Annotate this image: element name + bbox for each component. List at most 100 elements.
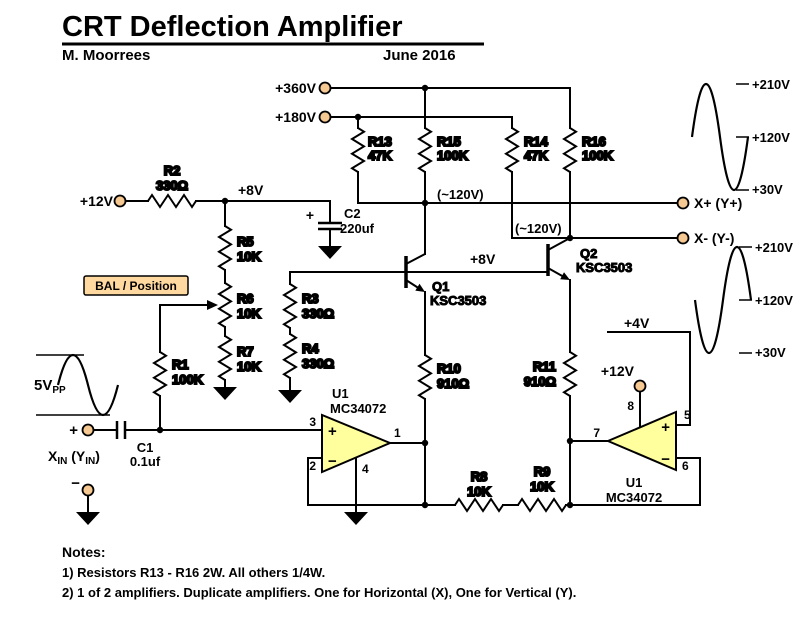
u1b-pin6: 6 [682, 459, 689, 473]
bal-position-callout: BAL / Position [83, 275, 189, 296]
resistor-r11: R11 910Ω [523, 351, 577, 397]
bal-position-label: BAL / Position [95, 279, 177, 293]
input-plus-sign: + [69, 422, 78, 439]
r15-val: 100K [437, 148, 469, 163]
resistor-r1: R1 100K [153, 351, 205, 397]
label-4v: +4V [624, 315, 650, 331]
c2-val: 220uf [340, 221, 375, 236]
q2-emitter-arrow [560, 272, 570, 280]
r4-ref: R4 [302, 341, 319, 356]
level-120v-top: +120V [752, 130, 790, 145]
r15-ref: R15 [437, 134, 461, 149]
u1a-pin2: 2 [309, 459, 316, 473]
label-output-x-minus: X- (Y-) [694, 230, 734, 246]
label-output-x-plus: X+ (Y+) [694, 195, 742, 211]
q2-ref: Q2 [580, 246, 597, 261]
input-signal-label: XIN (YIN) [48, 448, 100, 467]
r3-ref: R3 [302, 291, 319, 306]
u1a-noninv-sign: + [328, 423, 337, 440]
r9-val: 10K [530, 479, 554, 494]
opamp-u1b: + − 5 6 7 8 U1 MC34072 [593, 399, 691, 505]
ground-c2 [318, 246, 342, 259]
output-sine-x-plus [690, 83, 750, 191]
r16-ref: R16 [582, 134, 606, 149]
level-210v-bottom: +210V [755, 240, 793, 255]
u1a-pin1: 1 [394, 426, 401, 440]
u1a-pin4: 4 [362, 462, 369, 476]
q1-emitter-arrow [415, 283, 425, 292]
resistor-r9: R9 10K [517, 463, 567, 512]
terminal-180v [318, 110, 332, 124]
opamp-u1a: + − 3 2 1 4 U1 MC34072 [309, 386, 401, 476]
input-labels: + − XIN (YIN) [48, 422, 100, 492]
label-360v: +360V [275, 80, 317, 96]
opamp-u1b-body [605, 410, 677, 472]
transistor-q1: Q1 KSC3503 [404, 253, 487, 309]
r13-val: 47K [368, 148, 392, 163]
ground-input [76, 512, 100, 525]
u1b-inv-sign: − [661, 451, 670, 468]
header: CRT Deflection Amplifier M. Moorrees Jun… [62, 11, 484, 64]
label-120v-q1: (~120V) [437, 187, 484, 202]
notes-line-2: 2) 1 of 2 amplifiers. Duplicate amplifie… [62, 585, 576, 600]
r1-val: 100K [172, 372, 204, 387]
resistor-r6-pot: R6 10K [207, 282, 262, 328]
resistor-r8: R8 10K [454, 468, 504, 512]
r14-val: 47K [524, 148, 548, 163]
output-swing-x-plus: +210V +120V +30V [690, 77, 790, 197]
input-swing-label: 5VPP [34, 377, 66, 396]
label-8v-supply: +8V [238, 182, 264, 198]
resistor-r16: R16 100K [563, 127, 615, 173]
u1b-ref: U1 [626, 475, 643, 490]
c2-ref: C2 [344, 206, 361, 221]
level-210v-top: +210V [752, 77, 790, 92]
resistor-r2: R2 330Ω [147, 162, 197, 208]
resistors: R13 47K R15 100K R14 47K R16 100K R2 330… [147, 127, 615, 512]
terminal-12v-left [113, 194, 127, 208]
input-minus-sign: − [71, 475, 80, 492]
r11-ref: R11 [533, 359, 556, 374]
ground-r4 [278, 390, 302, 403]
r10-ref: R10 [437, 361, 461, 376]
resistor-r10: R10 910Ω [418, 354, 470, 400]
label-180v: +180V [275, 109, 317, 125]
transistor-q2: Q2 KSC3503 [546, 237, 633, 280]
u1a-ref: U1 [332, 386, 349, 401]
r5-val: 10K [237, 249, 261, 264]
r16-val: 100K [582, 148, 614, 163]
resistor-r15: R15 100K [418, 127, 470, 173]
bal-position-box [83, 275, 189, 296]
author-label: M. Moorrees [62, 47, 150, 64]
u1b-pin5: 5 [684, 408, 691, 422]
wires [87, 87, 701, 513]
pot-wiper-arrow [207, 300, 218, 310]
date-label: June 2016 [383, 47, 456, 64]
input-swing-annotation: 5VPP [34, 353, 120, 417]
output-swing-x-minus: +210V +120V +30V [693, 240, 793, 360]
q1-part: KSC3503 [430, 293, 486, 308]
notes-line-1: 1) Resistors R13 - R16 2W. All others 1/… [62, 565, 325, 580]
ground-r7 [213, 387, 237, 400]
r9-ref: R9 [534, 464, 551, 479]
u1a-part: MC34072 [330, 401, 386, 416]
capacitor-c1: C1 0.1uf [115, 421, 161, 469]
r10-val: 910Ω [437, 376, 469, 391]
label-120v-q2: (~120V) [515, 221, 562, 236]
resistor-r4: R4 330Ω [283, 333, 335, 379]
level-30v-top: +30V [752, 182, 783, 197]
ground-u1a [344, 512, 368, 525]
r8-ref: R8 [471, 469, 488, 484]
r14-ref: R14 [524, 134, 549, 149]
u1a-inv-sign: − [328, 453, 337, 470]
terminal-12v-opamp [633, 379, 647, 393]
resistor-r14: R14 47K [505, 127, 550, 173]
c1-ref: C1 [137, 440, 154, 455]
terminal-input-plus [81, 423, 95, 437]
u1b-pin7: 7 [593, 426, 600, 440]
u1b-part: MC34072 [606, 490, 662, 505]
q1-ref: Q1 [432, 279, 449, 294]
rail-labels: +360V +180V +12V +8V +8V (~120V) (~120V)… [80, 80, 742, 379]
u1b-pin8: 8 [627, 399, 634, 413]
